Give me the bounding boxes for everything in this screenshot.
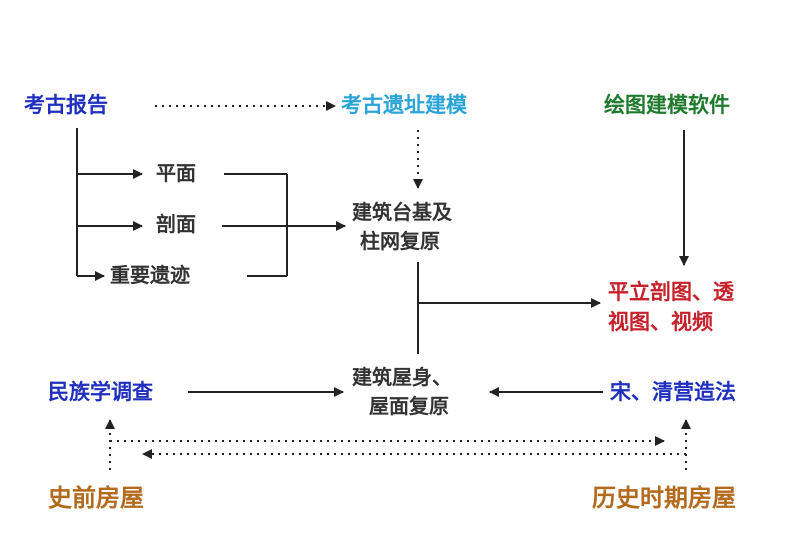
node-body-line2: 屋面复原 xyxy=(369,394,449,418)
node-historic-houses: 历史时期房屋 xyxy=(592,484,736,512)
node-foundation-line2: 柱网复原 xyxy=(360,229,440,253)
node-foundation-line1: 建筑台基及 xyxy=(352,200,452,224)
node-important-remains: 重要遗迹 xyxy=(110,263,190,287)
node-section: 剖面 xyxy=(156,212,196,236)
node-drawing-software: 绘图建模软件 xyxy=(604,93,730,117)
node-archaeology-report: 考古报告 xyxy=(24,93,108,117)
node-prehistoric-houses: 史前房屋 xyxy=(48,484,144,512)
node-site-modeling: 考古遗址建模 xyxy=(341,93,467,117)
node-song-qing-yingzao: 宋、清营造法 xyxy=(610,380,736,404)
node-drawings-line1: 平立剖图、透 xyxy=(608,280,734,304)
node-drawings-line2: 视图、视频 xyxy=(608,310,713,334)
node-body-line1: 建筑屋身、 xyxy=(352,365,452,389)
node-ethnology-survey: 民族学调查 xyxy=(48,380,153,404)
node-plan: 平面 xyxy=(156,161,196,185)
